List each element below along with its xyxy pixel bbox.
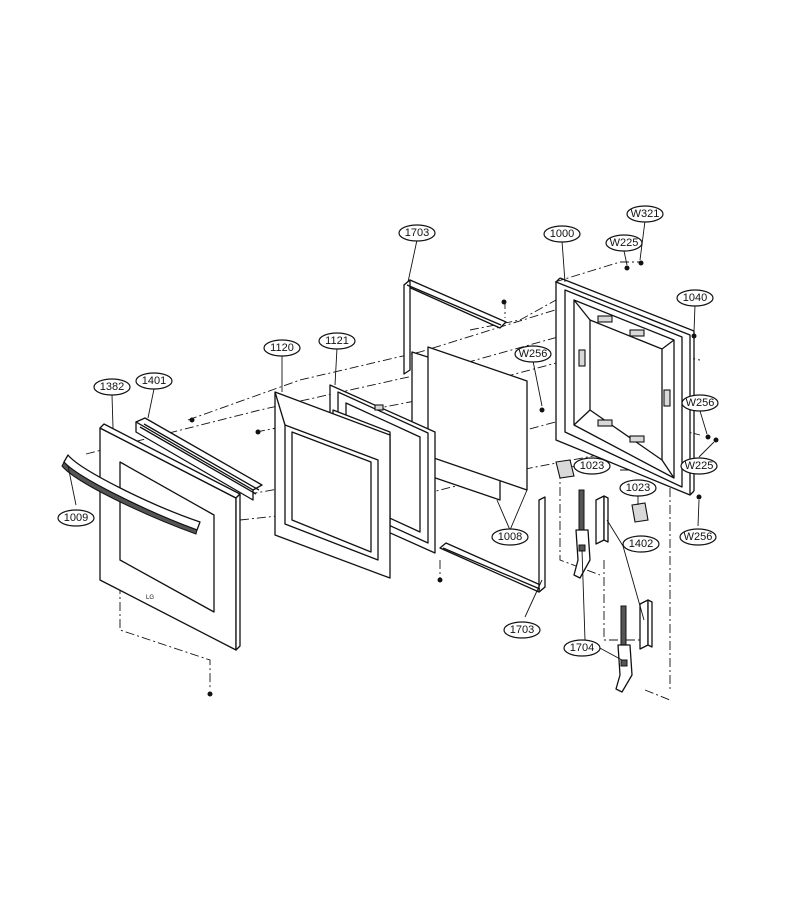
callout-label: 1009 [64,512,88,524]
hinge-cover-1402-b [639,599,653,650]
inner-panel-1120 [274,391,391,579]
callout-1703-top: 1703 [398,224,436,242]
callout-label: 1382 [100,381,124,393]
callout-label: W321 [631,208,660,220]
callout-W225-top: W225 [605,234,643,252]
door-handle-1009 [61,454,201,535]
callout-1008: 1008 [491,528,529,546]
callout-1000: 1000 [543,225,581,243]
screws [189,260,719,697]
hinge-block-1023-a [555,459,575,479]
callout-label: 1023 [580,460,604,472]
callout-1023-a: 1023 [573,457,611,475]
callout-label: 1008 [498,531,522,543]
outer-door-1382: LG [99,423,241,651]
callout-label: 1023 [626,482,650,494]
callout-1121: 1121 [318,332,356,350]
hinge-1704-b [615,605,633,693]
callout-1401: 1401 [135,372,173,390]
callout-label: 1401 [142,375,166,387]
rear-frame-1000 [555,277,695,496]
callout-W256-bottom: W256 [679,528,717,546]
hinge-1704-a [573,489,591,579]
callout-1040: 1040 [676,289,714,307]
callout-1023-b: 1023 [619,479,657,497]
callout-label: 1402 [629,538,653,550]
callout-W256-right: W256 [681,394,719,412]
callout-1704: 1704 [563,639,601,657]
callout-1009: 1009 [57,509,95,527]
callout-W321: W321 [626,205,664,223]
callout-label: 1704 [570,642,594,654]
vent-trim-1401 [135,417,263,501]
hinge-cover-1402-a [595,495,609,545]
callout-label: 1040 [683,292,707,304]
callout-1120: 1120 [263,339,301,357]
callout-1402: 1402 [622,535,660,553]
callout-label: 1703 [405,227,429,239]
callout-W256-mid: W256 [514,345,552,363]
callout-label: W225 [610,237,639,249]
callout-1703-bottom: 1703 [503,621,541,639]
callout-W225-right: W225 [680,457,718,475]
callout-label: 1703 [510,624,534,636]
callout-label: 1000 [550,228,574,240]
callout-label: W256 [686,397,715,409]
hinge-block-1023-b [631,502,649,523]
callout-label: 1120 [270,342,294,354]
callout-label: W225 [685,460,714,472]
callout-1382: 1382 [93,378,131,396]
callout-label: W256 [519,348,548,360]
brand-logo: LG [146,595,154,601]
gasket-strip-1703-bottom [439,496,546,593]
callout-label: W256 [684,531,713,543]
callout-label: 1121 [325,335,349,347]
